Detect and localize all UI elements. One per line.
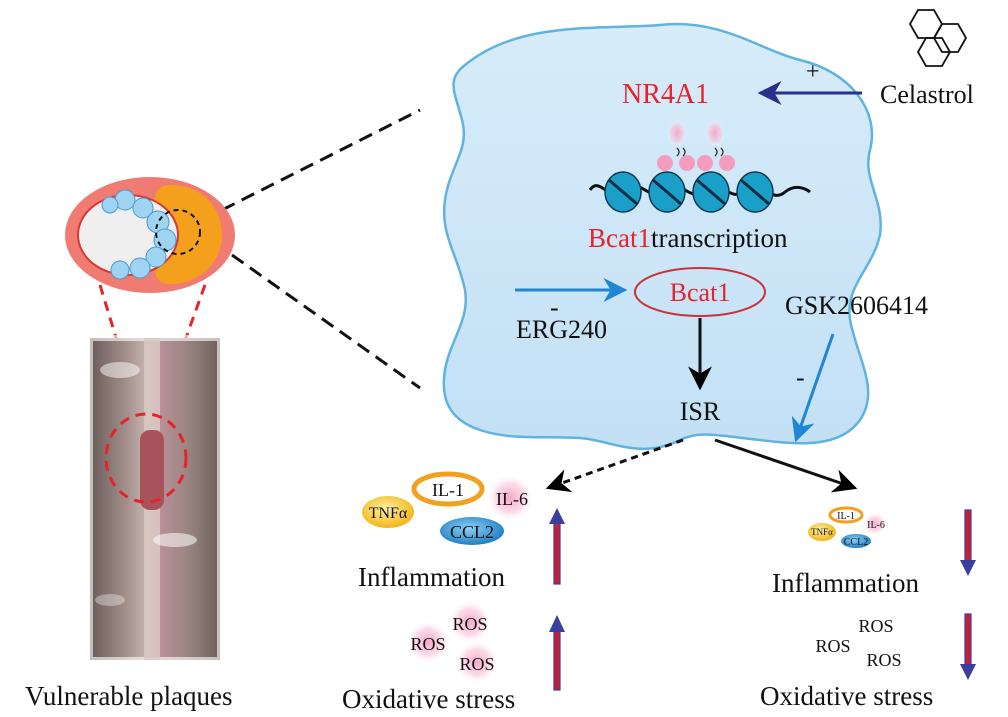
left-ccl2-label: CCL2	[450, 522, 494, 542]
left-il6-label: IL-6	[496, 489, 528, 509]
right-ros-label-2: ROS	[858, 616, 893, 636]
left-oxidative-stress-label: Oxidative stress	[342, 684, 515, 714]
right-inflammation-label: Inflammation	[772, 568, 919, 598]
nr4a1-label: NR4A1	[622, 79, 709, 110]
isr-label: ISR	[680, 397, 721, 426]
activation-plus-sign: +	[806, 59, 820, 85]
right-il1-label: IL-1	[837, 511, 855, 522]
transcription-label: transcription	[651, 223, 788, 253]
right-ros-label-1: ROS	[815, 636, 850, 656]
bcat1-protein-label: Bcat1	[670, 278, 731, 307]
zoom-line-bottom	[231, 253, 421, 390]
chromatin-icon	[588, 171, 811, 213]
right-oxidative-stress-down-arrow	[960, 613, 976, 680]
left-cytokine-cluster: TNFα IL-1 IL-6 CCL2	[362, 471, 534, 545]
left-ros-label-3: ROS	[459, 654, 494, 674]
right-oxidative-stress-label: Oxidative stress	[760, 681, 933, 711]
gsk2606414-label: GSK2606414	[785, 291, 928, 320]
left-oxidative-stress-up-arrow	[549, 615, 565, 691]
left-il1-label: IL-1	[432, 480, 464, 500]
bcat1-gene-label: Bcat1	[588, 223, 651, 253]
right-cytokine-cluster: TNFα IL-1 IL-6 CCL2	[808, 506, 887, 548]
nr4a1-dna-binding-icon	[657, 119, 735, 171]
right-inflammation-down-arrow	[960, 509, 976, 576]
erg240-label: ERG240	[516, 315, 607, 344]
left-tnfa-label: TNFα	[369, 505, 408, 522]
right-ros-label-3: ROS	[866, 650, 901, 670]
cell-body	[442, 22, 882, 450]
bcat1-protein-ellipse	[634, 267, 766, 317]
artery-cross-section-icon	[65, 177, 235, 293]
isr-to-reduced-inflammation-arrow	[714, 438, 858, 493]
gsk2606414-inhibition-arrow	[791, 333, 835, 443]
erg240-minus-sign: -	[550, 293, 559, 322]
left-ros-label-2: ROS	[452, 614, 487, 634]
left-ros-label-1: ROS	[410, 634, 445, 654]
right-il6-label: IL-6	[867, 520, 885, 531]
vulnerable-plaques-caption: Vulnerable plaques	[25, 681, 233, 711]
zoom-line-top	[221, 108, 421, 212]
right-ros-cluster: ROS ROS ROS	[815, 616, 901, 670]
celastrol-structure-icon	[908, 9, 968, 67]
left-inflammation-label: Inflammation	[358, 562, 505, 592]
bcat1-transcription-text: Bcat1transcription	[588, 223, 788, 253]
left-inflammation-up-arrow	[549, 508, 565, 585]
right-ccl2-label: CCL2	[844, 537, 868, 548]
gsk2606414-minus-sign: -	[796, 363, 805, 392]
right-tnfa-label: TNFα	[811, 527, 833, 537]
celastrol-label: Celastrol	[880, 80, 974, 109]
plaque-photograph	[87, 335, 223, 663]
left-ros-cluster: ROS ROS ROS	[406, 600, 499, 684]
